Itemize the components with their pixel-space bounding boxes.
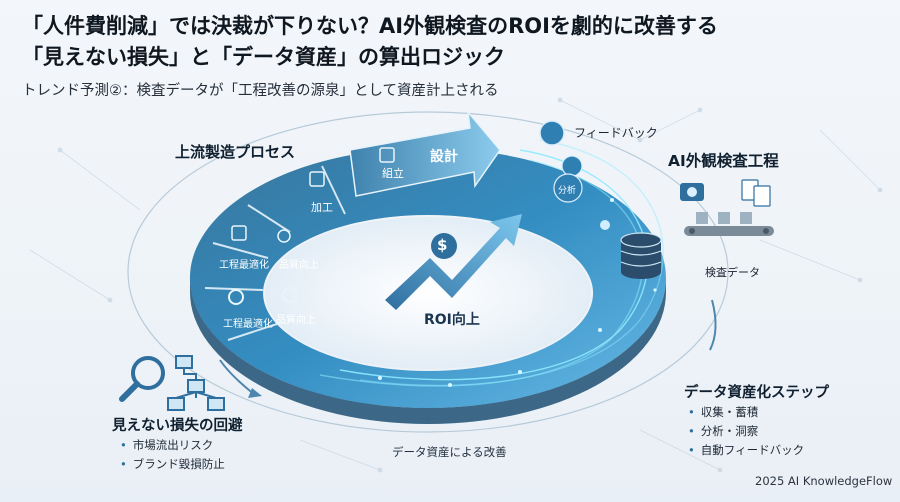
- analysis-label: 分析: [558, 186, 577, 196]
- ring-inner-floor: [265, 217, 591, 369]
- feedback-node-icon: [561, 155, 583, 177]
- data-asset-list: 収集・蓄積 分析・洞察 自動フィードバック: [688, 403, 804, 460]
- title-line-1: 「人件費削減」では決裁が下りない？AI外観検査のROIを劇的に改善する: [22, 14, 718, 38]
- credit: 2025 AI KnowledgeFlow: [755, 474, 893, 488]
- segment-processing: 加工: [311, 201, 333, 214]
- network-background: [29, 97, 883, 473]
- data-asset-item: 収集・蓄積: [688, 403, 804, 422]
- gear-icon: [228, 289, 244, 305]
- segment-assembly: 組立: [382, 167, 404, 180]
- loss-avoidance-title: 見えない損失の回避: [112, 418, 243, 434]
- inspection-title: AI外観検査工程: [668, 152, 779, 170]
- magnifier-icon: [119, 356, 165, 402]
- flowchart-icon: [167, 355, 225, 411]
- press-icon: [309, 171, 325, 187]
- data-stream: [319, 139, 664, 387]
- feedback-icon: [539, 120, 565, 146]
- check-badge-icon: [282, 287, 298, 303]
- segment-quality-up-1: 品質向上: [279, 260, 319, 271]
- segment-quality-up-2: 品質向上: [276, 315, 316, 326]
- roi-arrow: [385, 214, 522, 310]
- upstream-title: 上流製造プロセス: [175, 143, 296, 161]
- title-line-2: 「見えない損失」と「データ資産」の算出ロジック: [22, 45, 505, 69]
- outer-guide-ring: [127, 111, 729, 433]
- inspection-data-label: 検査データ: [705, 266, 760, 279]
- segment-process-opt-2: 工程最適化: [223, 319, 273, 330]
- segment-process-opt-1: 工程最適化: [219, 260, 269, 271]
- data-asset-title: データ資産化ステップ: [684, 385, 829, 401]
- quality-badge-icon: [277, 229, 291, 243]
- return-arrow-left-head: [248, 388, 262, 398]
- return-arrow-right: [709, 299, 717, 351]
- loss-avoidance-item: ブランド毀損防止: [120, 455, 225, 474]
- blueprint-icon: [231, 225, 247, 241]
- dollar-coin-icon: [431, 233, 457, 259]
- subtitle: トレンド予測②：検査データが「工程改善の源泉」として資産計上される: [22, 83, 499, 99]
- loss-avoidance-list: 市場流出リスク ブランド毀損防止: [120, 436, 225, 474]
- dollar-symbol: $: [437, 236, 448, 254]
- process-ring: [189, 148, 666, 408]
- design-arrow: [349, 109, 501, 197]
- wrench-icon: [379, 147, 395, 163]
- bottom-caption: データ資産による改善: [392, 445, 507, 459]
- segment-design: 設計: [430, 149, 458, 165]
- loss-avoidance-item: 市場流出リスク: [120, 436, 225, 455]
- conveyor-belt-icon: [684, 212, 774, 236]
- camera-icon: [680, 183, 704, 201]
- segment-dividers: [204, 165, 346, 341]
- roi-label: ROI向上: [424, 312, 480, 328]
- network-node-icon: [600, 220, 610, 230]
- feedback-label: フィードバック: [574, 126, 658, 140]
- data-asset-item: 分析・洞察: [688, 422, 804, 441]
- data-sparkles: [378, 158, 657, 387]
- analysis-icon: [553, 173, 583, 203]
- database-icon: [620, 232, 662, 279]
- data-asset-item: 自動フィードバック: [688, 441, 804, 460]
- document-icon: [741, 179, 771, 207]
